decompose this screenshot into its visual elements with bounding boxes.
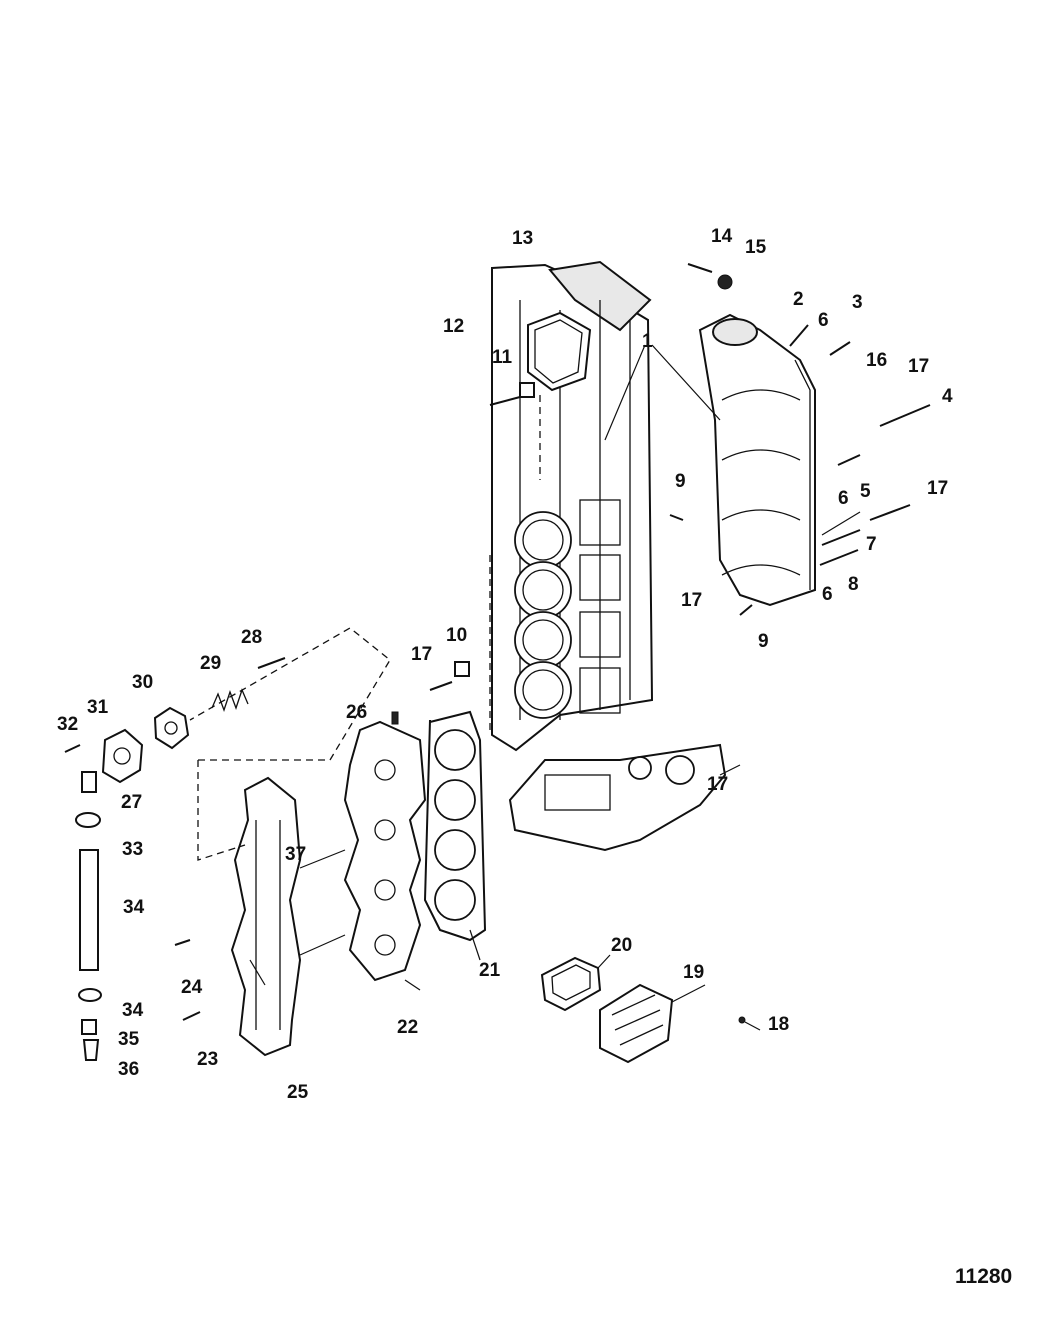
callout-22: 22 [397,1017,418,1038]
callout-33: 33 [122,839,143,860]
callout-12: 12 [443,316,464,337]
callout-30: 30 [132,672,153,693]
callout-17: 17 [681,590,702,611]
leader-lines [249,344,861,1031]
callout-10: 10 [446,625,467,646]
callout-3: 3 [852,292,863,313]
assembly-lines [189,395,541,861]
callout-9: 9 [675,471,686,492]
callout-27: 27 [121,792,142,813]
callout-2: 2 [793,289,804,310]
callout-17: 17 [411,644,432,665]
callout-26: 26 [346,702,367,723]
callout-11: 11 [492,347,513,368]
callout-21: 21 [479,960,501,981]
callout-5: 5 [860,481,871,502]
callout-1: 1 [642,331,653,352]
callout-18: 18 [768,1014,789,1035]
callout-14: 14 [711,226,733,247]
head-gasket [423,710,487,942]
thermostat-gasket [153,706,190,750]
callout-34: 34 [123,897,145,918]
callout-25: 25 [287,1082,309,1103]
callout-8: 8 [848,574,859,595]
callout-6: 6 [818,310,829,331]
base-gasket [508,743,727,852]
callout-17: 17 [927,478,948,499]
callout-15: 15 [745,237,767,258]
exhaust-manifold [343,720,427,982]
callout-17: 17 [707,774,728,795]
callout-23: 23 [197,1049,218,1070]
callout-6: 6 [822,584,833,605]
callout-32: 32 [57,714,78,735]
callout-36: 36 [118,1059,139,1080]
decal [527,311,592,392]
callout-29: 29 [200,653,221,674]
callout-7: 7 [866,534,877,555]
callout-24: 24 [181,977,203,998]
callout-20: 20 [611,935,632,956]
callout-35: 35 [118,1029,140,1050]
figure-number: 11280 [955,1265,1012,1288]
thermostat-cover [101,728,144,784]
callout-16: 16 [866,350,887,371]
callout-13: 13 [512,228,533,249]
callout-9: 9 [758,631,769,652]
transfer-port-cover [599,983,674,1064]
crankcase-cover [698,313,816,607]
callout-6: 6 [838,488,849,509]
callout-34: 34 [122,1000,144,1021]
callout-19: 19 [683,962,704,983]
callout-37: 37 [285,844,306,865]
callout-31: 31 [87,697,109,718]
callout-4: 4 [942,386,953,407]
transfer-port-gasket [540,956,602,1012]
hardware [64,263,931,1061]
exhaust-cover [230,776,302,1057]
callout-17: 17 [908,356,929,377]
callout-28: 28 [241,627,262,648]
